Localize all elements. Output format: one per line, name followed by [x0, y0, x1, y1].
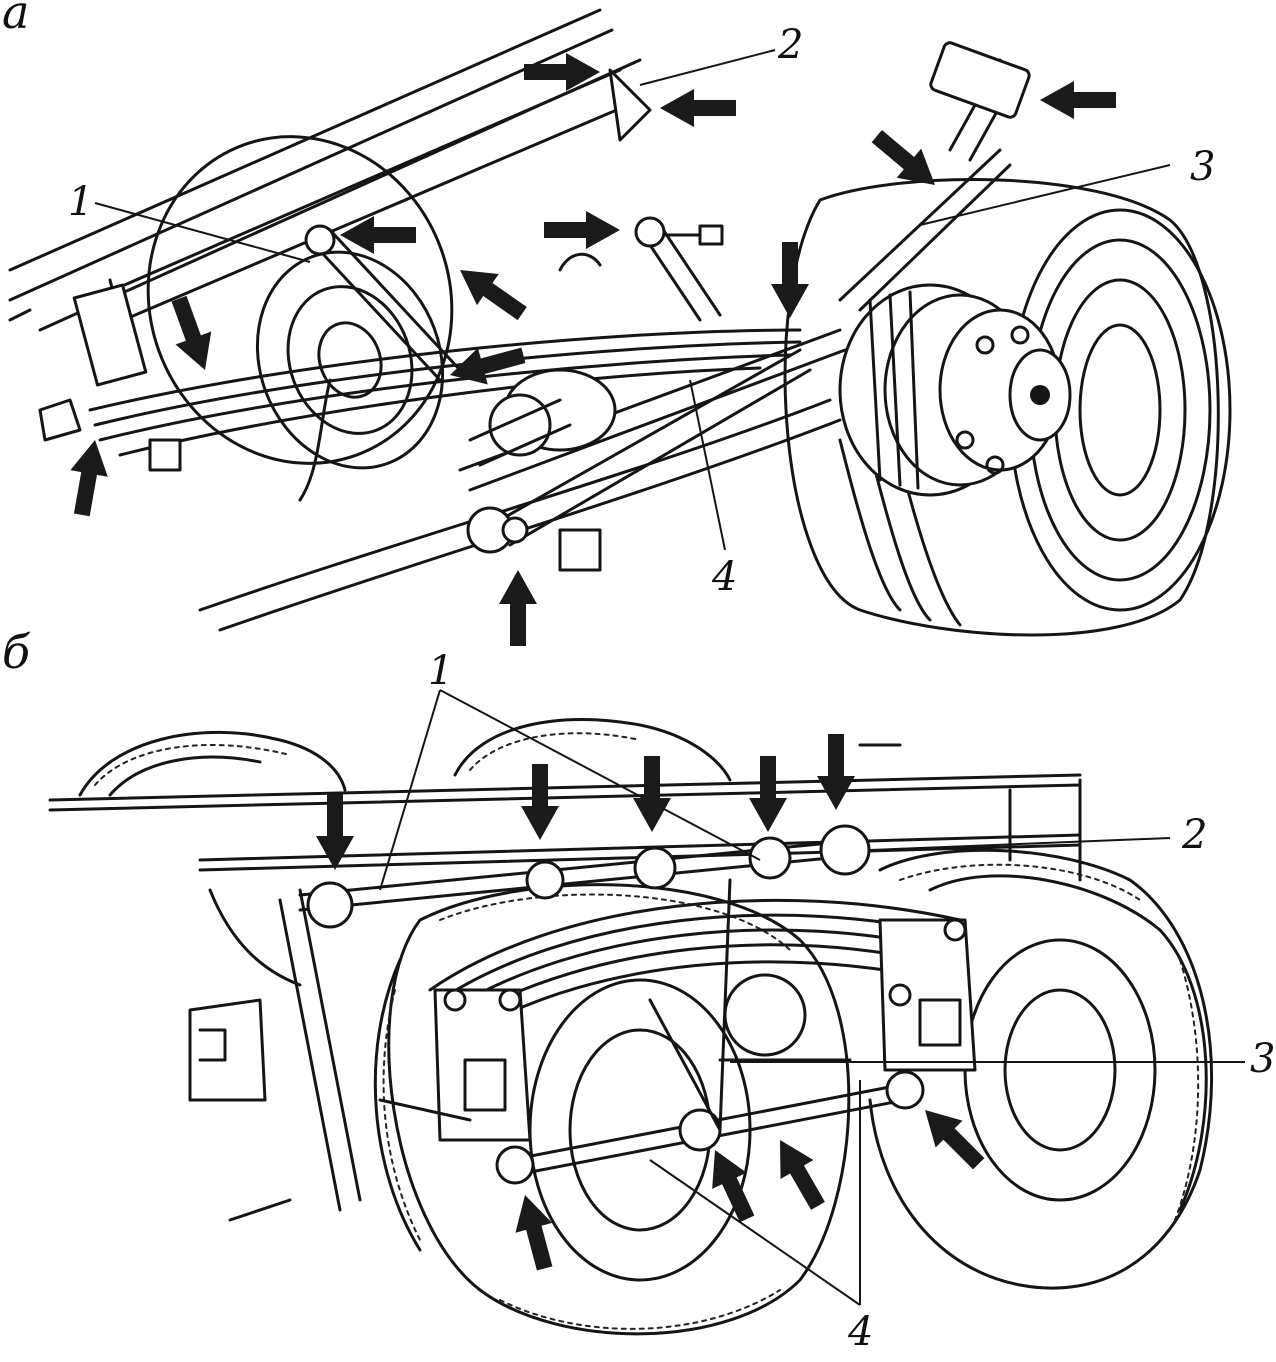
- panel-b: б: [2, 625, 1275, 1355]
- callout-b-3: 3: [1250, 1036, 1275, 1082]
- lubrication-arrow-icon: [771, 242, 809, 318]
- background-tires: [78, 717, 732, 797]
- panel-a-letter: а: [2, 0, 29, 39]
- spring-bracket-right: [878, 918, 977, 1072]
- callout-leaders-a: [94, 49, 1171, 551]
- lubrication-arrow-icon: [506, 1190, 564, 1274]
- left-chassis: [188, 888, 362, 1222]
- spring-shackle: [38, 283, 148, 442]
- lubrication-arrow-icon: [817, 734, 855, 810]
- callout-b-2: 2: [1181, 812, 1207, 858]
- lubrication-arrow-icon: [660, 89, 736, 127]
- wheel-hub: [838, 283, 1072, 497]
- front-dual-tires: [373, 883, 851, 1336]
- lubrication-arrow-icon: [544, 211, 620, 249]
- lubrication-arrow-icon: [499, 570, 537, 646]
- lubrication-arrow-icon: [763, 1130, 835, 1216]
- frame: [48, 743, 1082, 882]
- reaction-rod: [148, 41, 1031, 572]
- lubrication-arrow-icon: [316, 794, 354, 870]
- lubrication-arrow-icon: [521, 764, 559, 840]
- callout-b-1: 1: [428, 648, 453, 694]
- panel-b-letter: б: [2, 625, 31, 679]
- axle: [198, 328, 847, 632]
- callout-a-4: 4: [711, 554, 737, 600]
- lubrication-arrow-icon: [63, 436, 114, 519]
- rear-wheel-left: [146, 135, 454, 470]
- lubrication-arrow-icon: [161, 292, 223, 377]
- leaf-spring: [88, 328, 802, 457]
- callout-a-2: 2: [777, 22, 803, 68]
- lubrication-arrow-icon: [1040, 81, 1116, 119]
- lubrication-arrow-icon: [449, 254, 534, 330]
- lubrication-arrow-icon: [864, 121, 948, 200]
- callout-a-3: 3: [1190, 144, 1215, 190]
- callout-a-1: 1: [68, 179, 93, 225]
- frame-rail: [8, 8, 642, 332]
- callout-leaders-b: [379, 689, 1245, 1306]
- lubrication-arrow-icon: [524, 53, 600, 91]
- rear-dual-tires: [868, 848, 1214, 1290]
- callout-b-4: 4: [847, 1309, 873, 1355]
- panel-a: а: [2, 0, 1232, 646]
- spring-bracket-left: [378, 988, 532, 1142]
- reaction-rods-b: [298, 824, 925, 1185]
